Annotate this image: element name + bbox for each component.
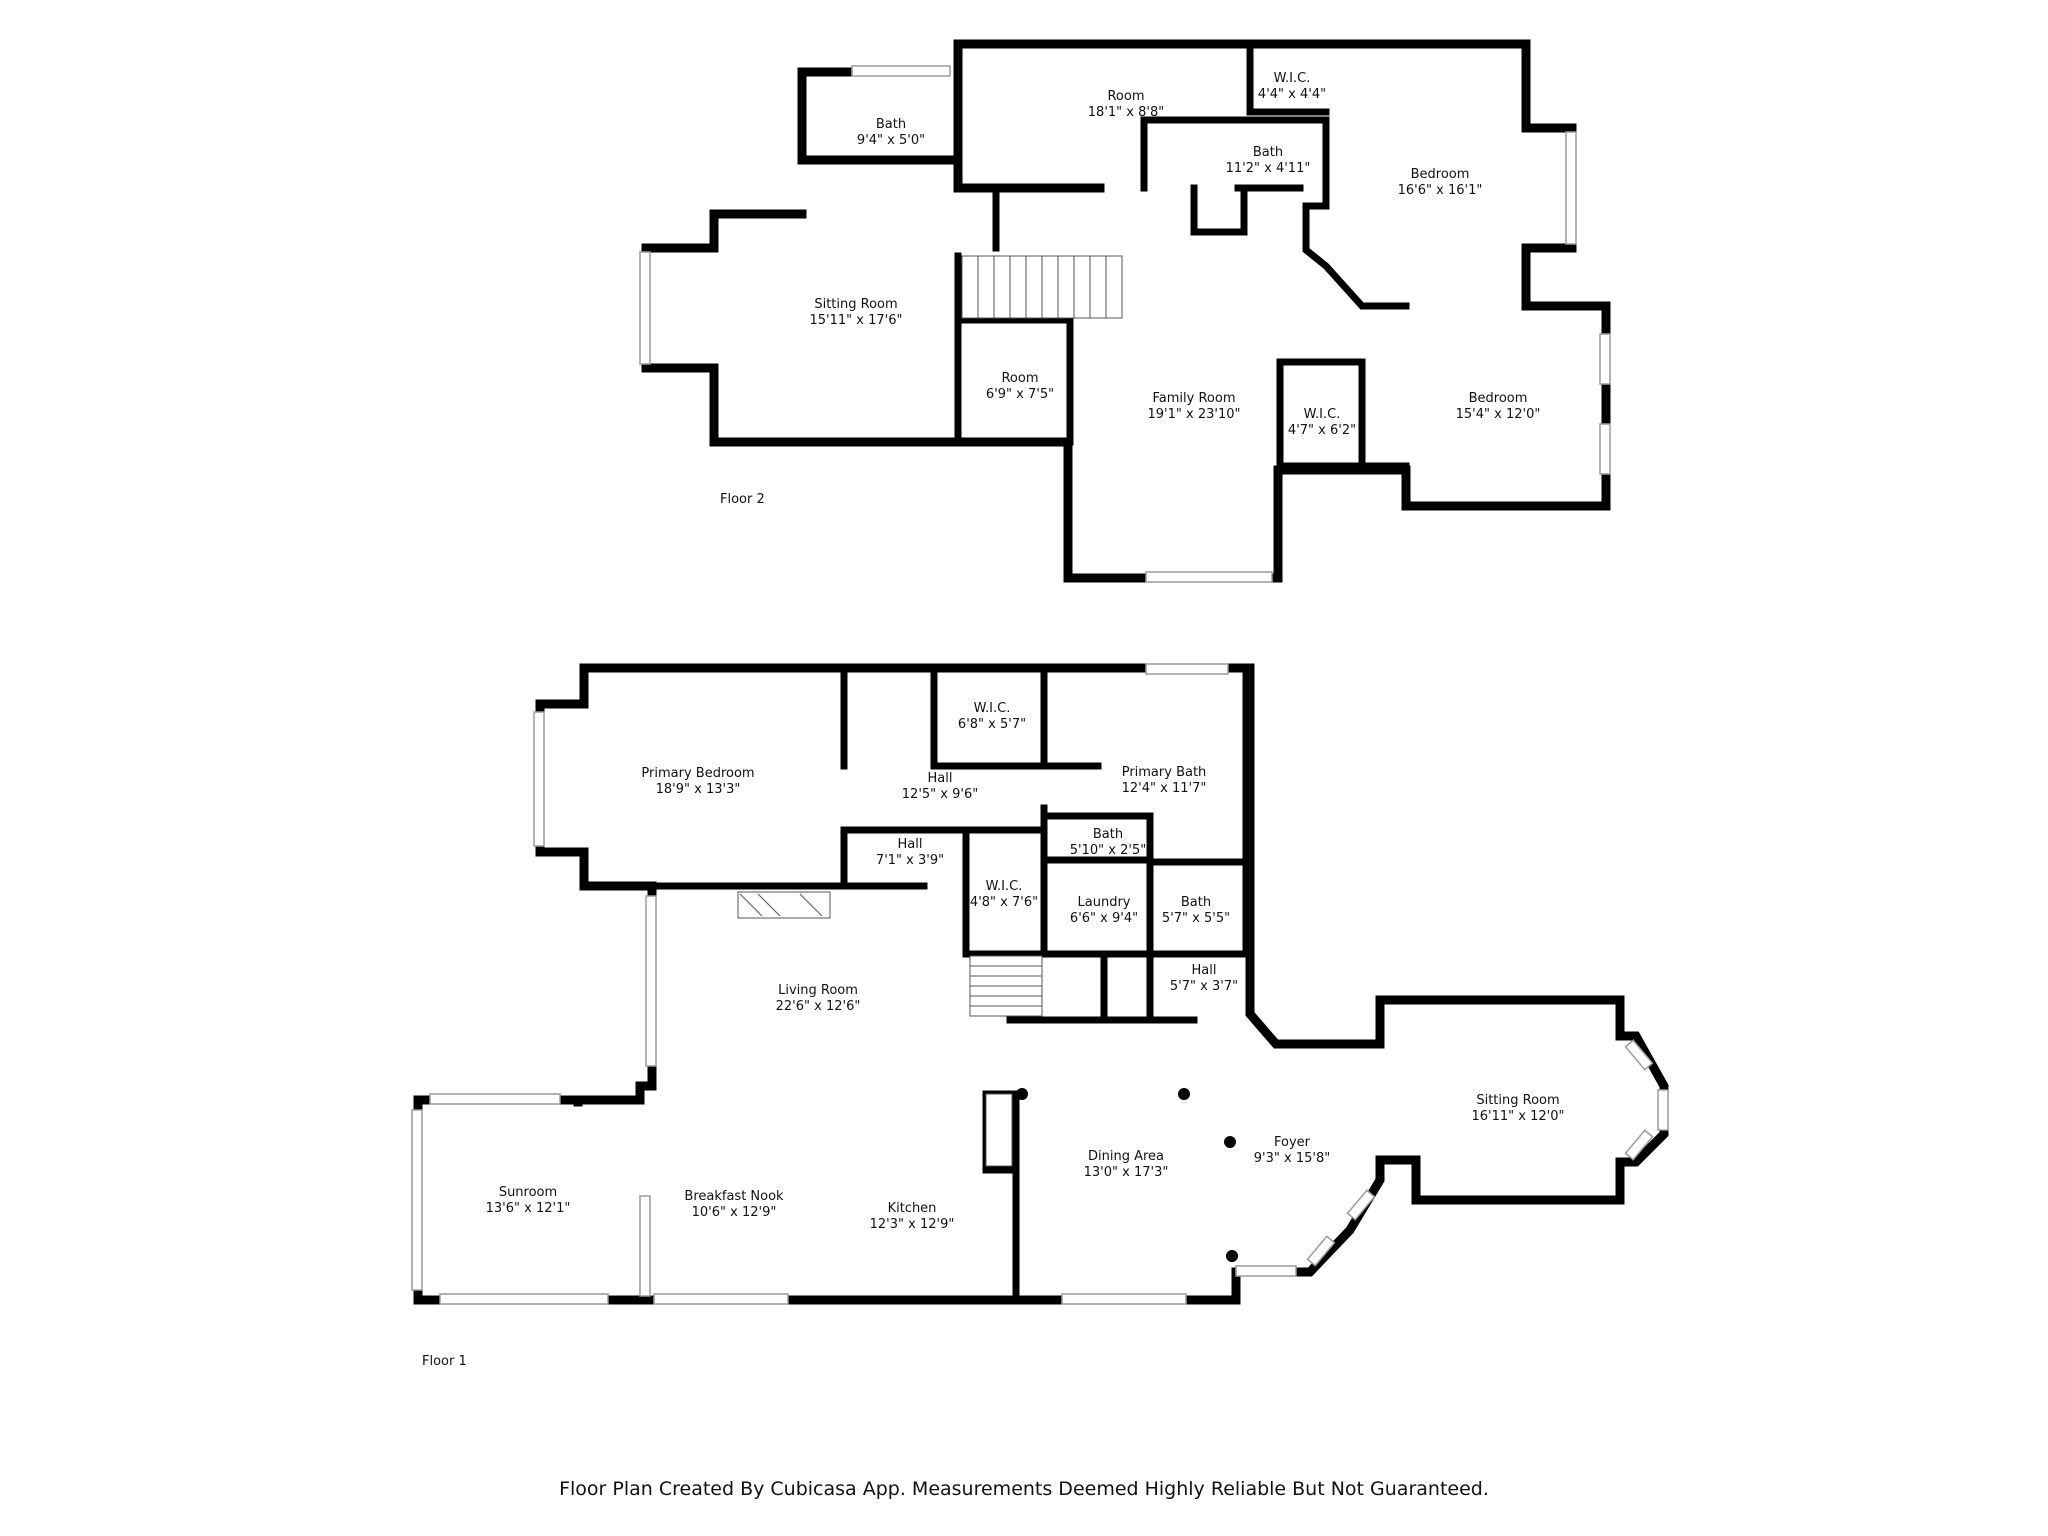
room-label: Bedroom bbox=[1469, 391, 1528, 406]
room-label: W.I.C. bbox=[974, 701, 1011, 716]
room-dimensions: 16'11" x 12'0" bbox=[1472, 1109, 1565, 1124]
floor-1-labels: Primary Bedroom 18'9" x 13'3" W.I.C. 6'8… bbox=[422, 701, 1564, 1369]
footer-disclaimer: Floor Plan Created By Cubicasa App. Meas… bbox=[559, 1478, 1489, 1500]
room-dimensions: 12'3" x 12'9" bbox=[870, 1217, 955, 1232]
room-label: Bath bbox=[1181, 895, 1211, 910]
room-dimensions: 13'0" x 17'3" bbox=[1084, 1165, 1169, 1180]
room-dimensions: 9'4" x 5'0" bbox=[857, 133, 925, 148]
room-label: Family Room bbox=[1153, 391, 1236, 406]
room-label: Kitchen bbox=[888, 1201, 937, 1216]
floor-1-columns bbox=[1016, 1088, 1238, 1262]
room-dimensions: 12'4" x 11'7" bbox=[1122, 781, 1207, 796]
room-dimensions: 7'1" x 3'9" bbox=[876, 853, 944, 868]
room-label: Hall bbox=[1192, 963, 1217, 978]
room-label: Bath bbox=[1253, 145, 1283, 160]
room-label: Laundry bbox=[1078, 895, 1131, 910]
room-label: Room bbox=[1107, 89, 1144, 104]
room-dimensions: 19'1" x 23'10" bbox=[1148, 407, 1241, 422]
room-label: Bath bbox=[1093, 827, 1123, 842]
room-label: Living Room bbox=[778, 983, 858, 998]
room-dimensions: 13'6" x 12'1" bbox=[486, 1201, 571, 1216]
room-dimensions: 4'8" x 7'6" bbox=[970, 895, 1038, 910]
room-label: W.I.C. bbox=[986, 879, 1023, 894]
floor-1-walls bbox=[411, 663, 1669, 1305]
floor-2-label: Floor 2 bbox=[720, 492, 765, 507]
room-label: W.I.C. bbox=[1274, 71, 1311, 86]
floor-2-walls bbox=[639, 39, 1611, 583]
room-dimensions: 12'5" x 9'6" bbox=[902, 787, 978, 802]
room-label: Foyer bbox=[1274, 1135, 1311, 1150]
room-dimensions: 18'9" x 13'3" bbox=[656, 782, 741, 797]
room-dimensions: 5'7" x 5'5" bbox=[1162, 911, 1230, 926]
room-dimensions: 22'6" x 12'6" bbox=[776, 999, 861, 1014]
room-dimensions: 10'6" x 12'9" bbox=[692, 1205, 777, 1220]
room-dimensions: 16'6" x 16'1" bbox=[1398, 183, 1483, 198]
room-label: Primary Bedroom bbox=[641, 766, 754, 781]
floor-2-stairs bbox=[961, 255, 1123, 319]
room-dimensions: 6'6" x 9'4" bbox=[1070, 911, 1138, 926]
room-dimensions: 5'7" x 3'7" bbox=[1170, 979, 1238, 994]
room-label: Hall bbox=[928, 771, 953, 786]
room-label: Bedroom bbox=[1411, 167, 1470, 182]
room-label: W.I.C. bbox=[1304, 407, 1341, 422]
room-label: Sunroom bbox=[499, 1185, 557, 1200]
room-dimensions: 4'4" x 4'4" bbox=[1258, 87, 1326, 102]
room-dimensions: 9'3" x 15'8" bbox=[1254, 1151, 1330, 1166]
room-dimensions: 5'10" x 2'5" bbox=[1070, 843, 1146, 858]
room-dimensions: 4'7" x 6'2" bbox=[1288, 423, 1356, 438]
floor-1-stairs bbox=[969, 955, 1043, 1017]
room-label: Room bbox=[1001, 371, 1038, 386]
room-dimensions: 11'2" x 4'11" bbox=[1226, 161, 1311, 176]
room-dimensions: 18'1" x 8'8" bbox=[1088, 105, 1164, 120]
room-label: Breakfast Nook bbox=[684, 1189, 784, 1204]
room-dimensions: 15'4" x 12'0" bbox=[1456, 407, 1541, 422]
room-dimensions: 15'11" x 17'6" bbox=[810, 313, 903, 328]
room-label: Sitting Room bbox=[1476, 1093, 1559, 1108]
room-label: Sitting Room bbox=[814, 297, 897, 312]
floor-2-labels: Bath 9'4" x 5'0" Room 18'1" x 8'8" W.I.C… bbox=[720, 71, 1540, 507]
room-dimensions: 6'8" x 5'7" bbox=[958, 717, 1026, 732]
floor-1-label: Floor 1 bbox=[422, 1354, 467, 1369]
room-label: Bath bbox=[876, 117, 906, 132]
room-label: Primary Bath bbox=[1122, 765, 1207, 780]
room-label: Dining Area bbox=[1088, 1149, 1164, 1164]
room-dimensions: 6'9" x 7'5" bbox=[986, 387, 1054, 402]
room-label: Hall bbox=[898, 837, 923, 852]
